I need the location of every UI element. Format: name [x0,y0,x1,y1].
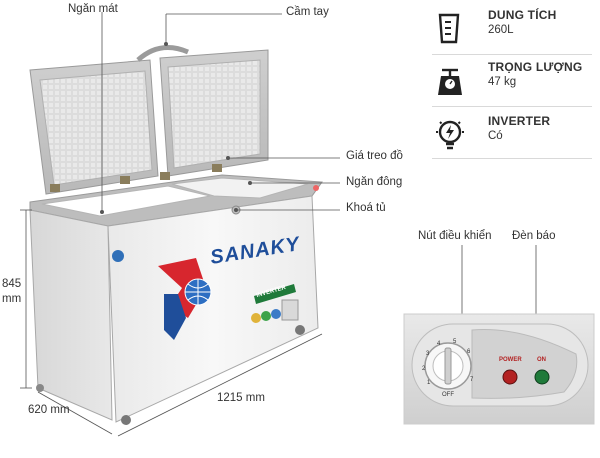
label-cooling-compartment: Ngăn mát [68,3,118,15]
spec-weight: TRỌNG LƯỢNG 47 kg [432,60,592,104]
spec-weight-value: 47 kg [488,76,517,88]
width-dimension: 1215 mm [217,392,265,404]
label-control-knob: Nút điều khiển [418,230,492,242]
capacity-cup-icon [438,13,460,44]
carry-handle [136,45,189,62]
spec-divider [432,158,592,159]
spec-capacity: DUNG TÍCH 260L [432,8,592,52]
on-indicator-light [534,369,550,385]
dial-number-3: 3 [426,351,430,357]
dial-number-1: 1 [427,380,431,386]
label-hanging-rack: Giá treo đồ [346,150,403,162]
spec-capacity-value: 260L [488,24,514,36]
spec-weight-title: TRỌNG LƯỢNG [488,60,583,74]
spec-capacity-title: DUNG TÍCH [488,8,557,22]
dial-number-4: 4 [437,341,441,347]
inverter-badge [251,284,299,323]
control-panel-inset [403,313,595,425]
inverter-bulb-icon [436,120,464,150]
spec-inverter-title: INVERTER [488,114,551,128]
height-dimension-unit: mm [2,293,22,305]
brand-logo-mark [158,258,212,340]
off-label: OFF [442,392,454,398]
power-label: POWER [499,357,522,363]
on-label: ON [537,357,546,363]
depth-dimension: 620 mm [28,404,70,416]
label-freezer-compartment: Ngăn đông [346,176,403,188]
dial-number-2: 2 [422,366,426,372]
label-lock: Khoá tủ [346,202,386,214]
cooling-compartment-opening [41,185,211,217]
weight-scale-icon [438,68,462,95]
lid-right [159,49,269,177]
height-dimension-value: 845 [2,278,22,290]
power-indicator-light [502,369,518,385]
spec-inverter: INVERTER Có [432,114,592,158]
dial-number-6: 6 [467,349,471,355]
dial-number-7: 7 [470,377,474,383]
spec-inverter-value: Có [488,130,503,142]
lid-left [29,59,159,195]
label-carry-handle: Cầm tay [286,6,329,18]
spec-divider [432,106,592,107]
label-indicator-light: Đèn báo [512,230,556,242]
spec-divider [432,54,592,55]
dial-number-5: 5 [453,339,457,345]
